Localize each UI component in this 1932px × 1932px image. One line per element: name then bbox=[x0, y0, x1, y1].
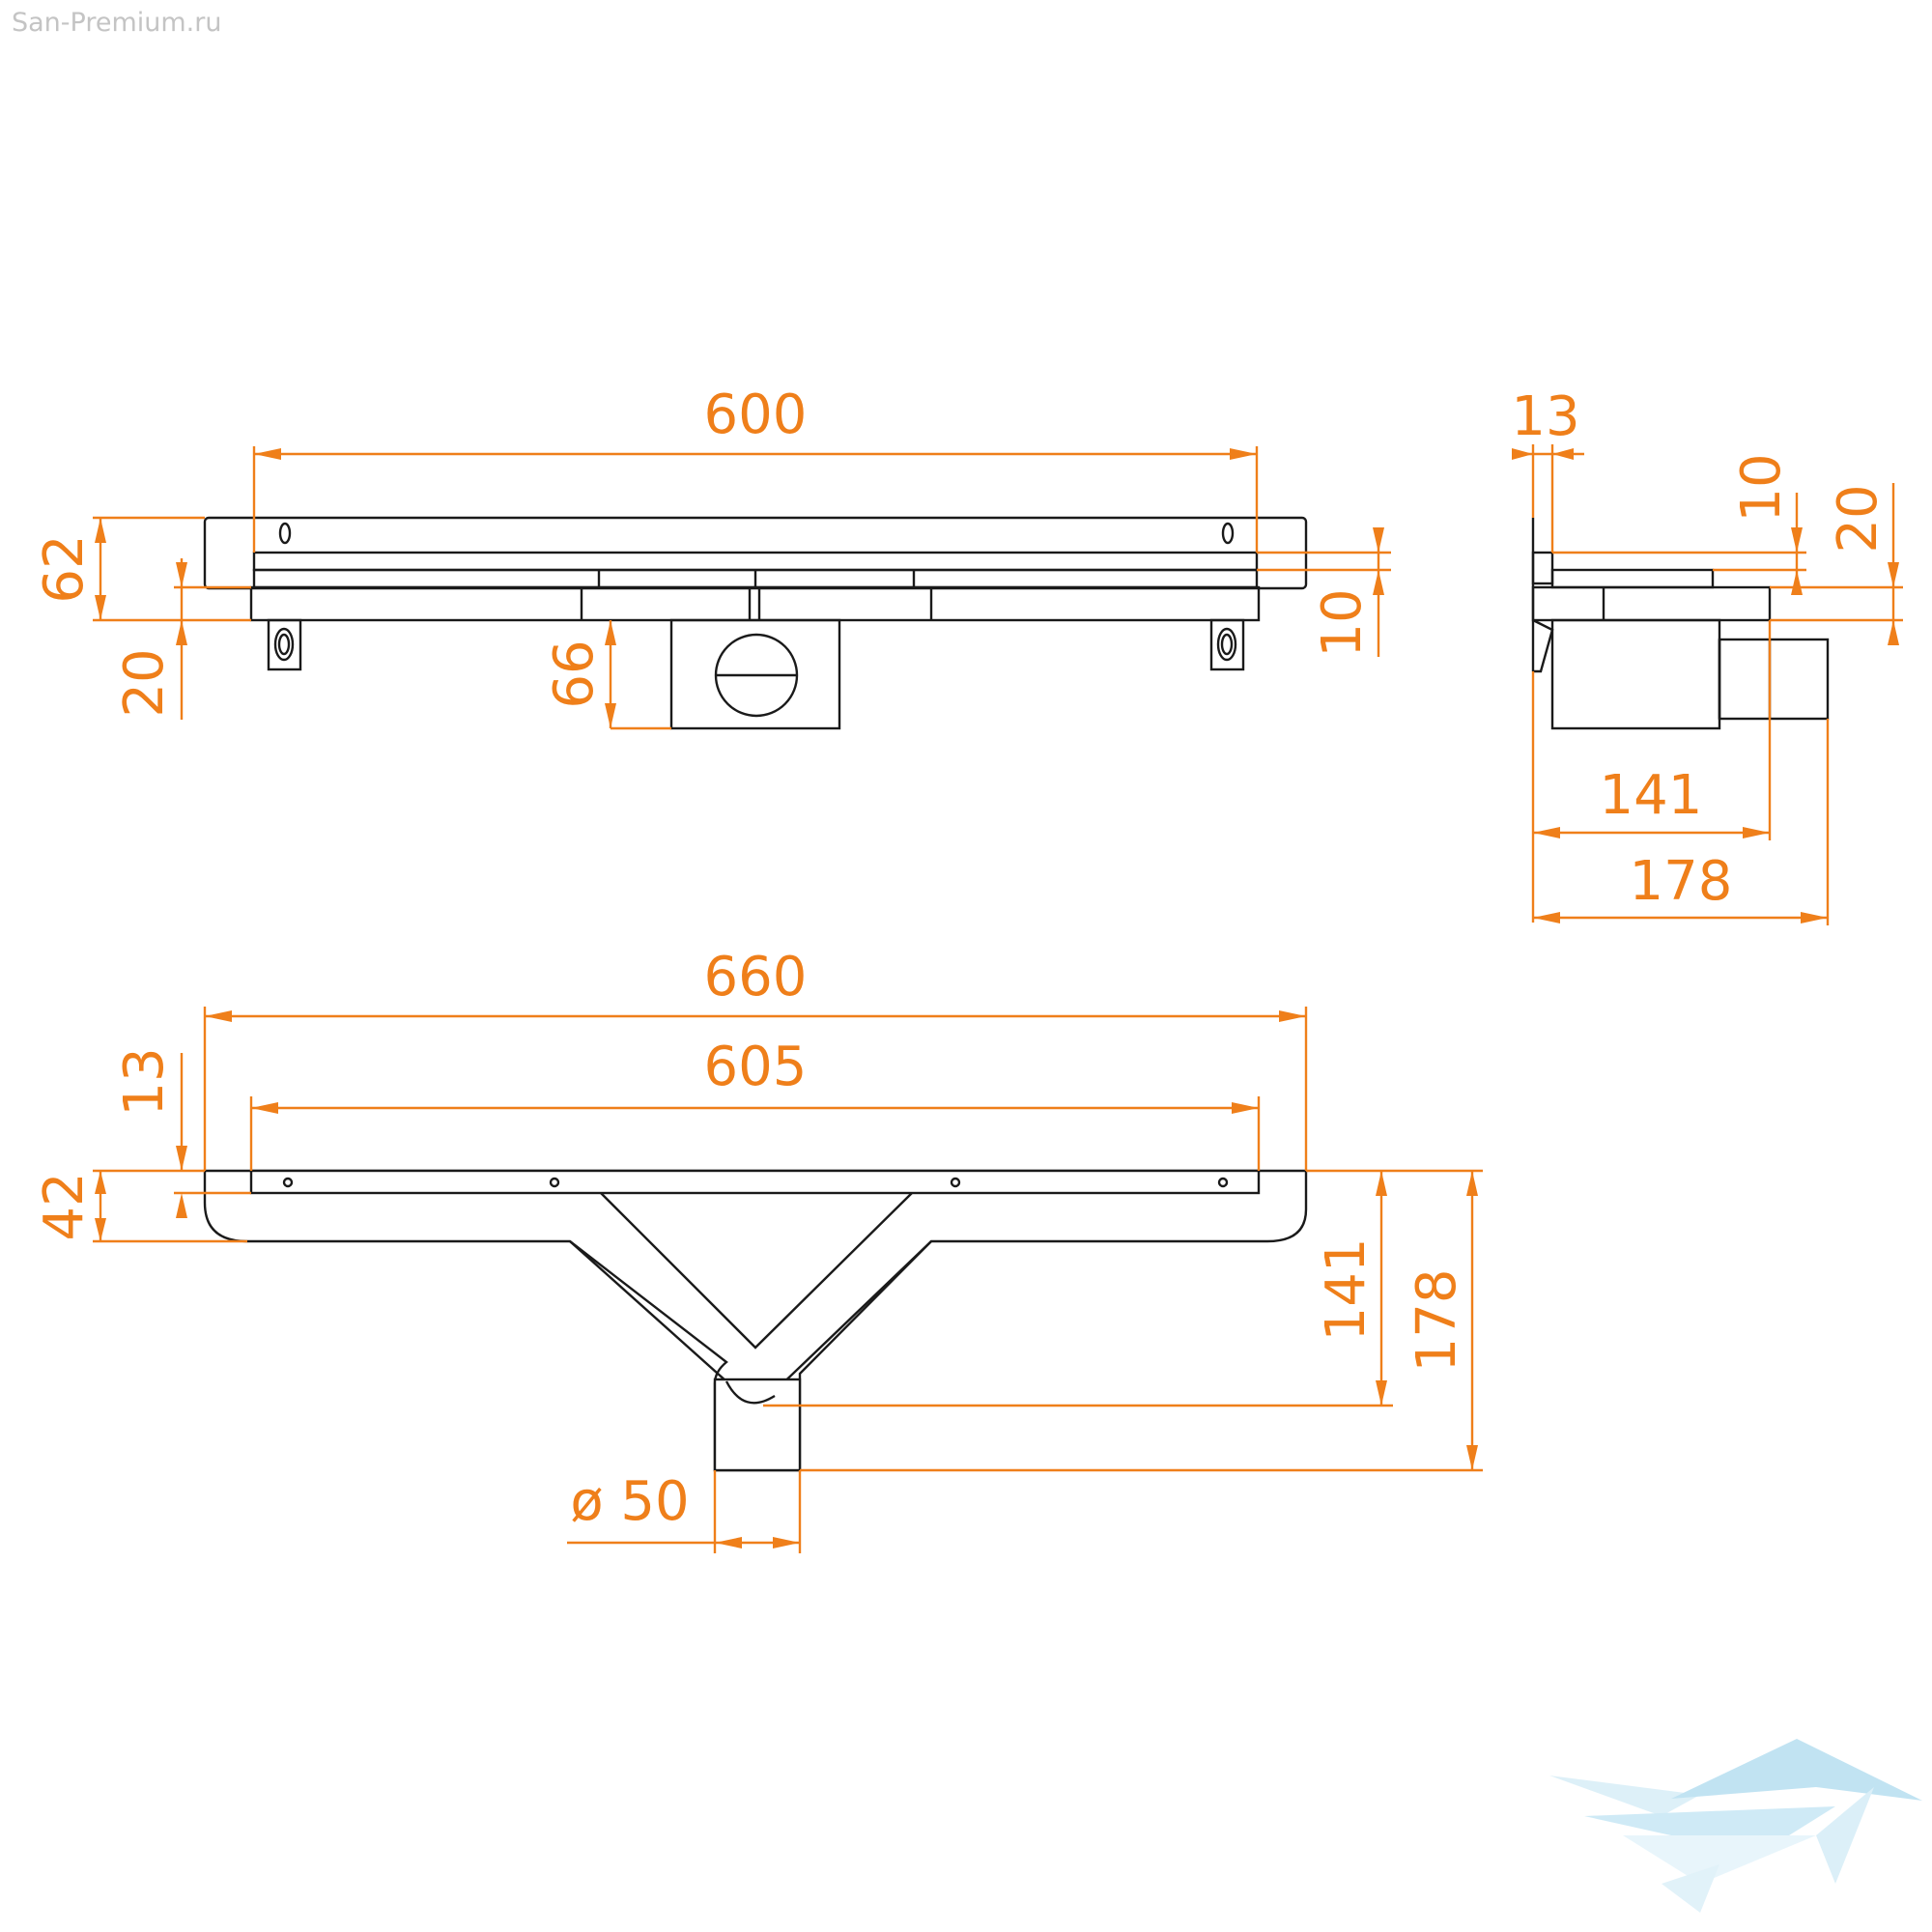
side-channel-body bbox=[1550, 618, 1721, 730]
top-screw-2 bbox=[549, 1177, 560, 1188]
front-outlet-box bbox=[669, 618, 841, 730]
dim-top-rim: 42 bbox=[33, 1172, 96, 1240]
top-view-dimensions: 660 605 13 42 141 178 bbox=[33, 946, 1483, 1553]
dim-side-channel: 20 bbox=[1827, 484, 1889, 553]
side-view bbox=[1531, 518, 1830, 730]
dim-total-height: 62 bbox=[33, 534, 96, 603]
top-view bbox=[203, 1169, 1308, 1472]
top-screw-3 bbox=[950, 1177, 961, 1188]
dim-grate-length: 600 bbox=[704, 384, 808, 446]
top-flange-body bbox=[203, 1169, 1308, 1472]
top-screw-4 bbox=[1217, 1177, 1229, 1188]
top-screw-1 bbox=[282, 1177, 294, 1188]
front-grate bbox=[252, 551, 1259, 572]
top-slope-inner bbox=[600, 1192, 913, 1350]
side-outlet-pipe bbox=[1718, 638, 1830, 721]
dim-top-flange-width: 13 bbox=[113, 1047, 176, 1116]
front-mount-hole-left bbox=[278, 522, 292, 545]
top-outlet-pipe bbox=[713, 1378, 802, 1472]
dim-grate-height: 10 bbox=[1311, 588, 1374, 657]
top-slope-outer bbox=[569, 1240, 932, 1401]
dim-outlet-height: 66 bbox=[543, 639, 606, 708]
dim-side-flange: 13 bbox=[1511, 385, 1579, 448]
site-watermark: San-Premium.ru bbox=[12, 8, 222, 38]
dim-side-total: 178 bbox=[1630, 850, 1733, 913]
dim-channel-depth: 20 bbox=[113, 648, 176, 717]
dim-top-outlet-offset: 141 bbox=[1315, 1238, 1378, 1342]
front-view-dimensions: 600 62 20 66 10 bbox=[33, 384, 1391, 730]
dim-flange-length: 660 bbox=[704, 946, 808, 1009]
side-view-dimensions: 13 10 20 141 178 bbox=[1511, 385, 1903, 925]
fish-bird-logo-icon bbox=[1549, 1739, 1922, 1913]
dim-side-body: 141 bbox=[1600, 764, 1703, 827]
dim-top-grate-length: 605 bbox=[704, 1036, 808, 1098]
dim-outlet-diameter: ø 50 bbox=[570, 1470, 689, 1533]
dim-side-grate: 10 bbox=[1730, 453, 1793, 522]
dim-top-total-depth: 178 bbox=[1406, 1269, 1468, 1373]
side-channel-top bbox=[1531, 585, 1772, 622]
front-mount-hole-right bbox=[1221, 522, 1235, 545]
front-mount-bracket-right bbox=[1209, 618, 1245, 671]
side-grate bbox=[1550, 568, 1715, 589]
front-mount-bracket-left bbox=[267, 618, 302, 671]
front-channel-body bbox=[249, 585, 1261, 622]
front-view bbox=[203, 516, 1308, 730]
top-grate bbox=[249, 1169, 1261, 1195]
